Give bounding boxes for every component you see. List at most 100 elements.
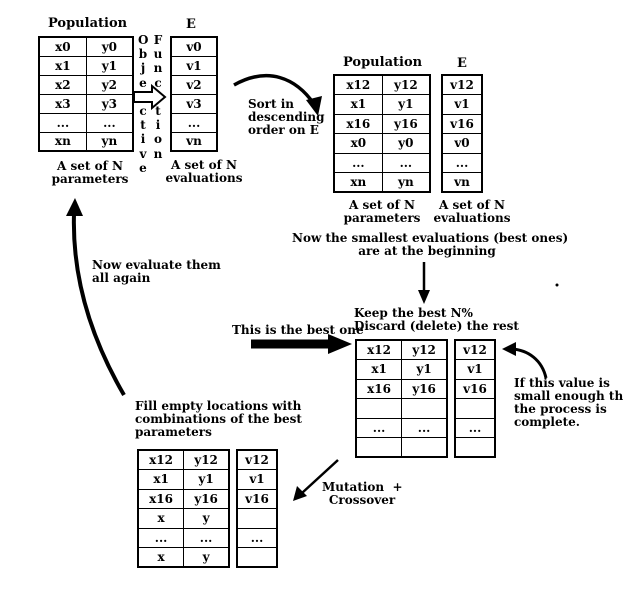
y-cell: yn <box>381 172 431 193</box>
y-cell: y <box>183 547 230 568</box>
table-row: v1 <box>454 359 496 380</box>
table-row <box>236 547 278 568</box>
y-cell: y16 <box>401 378 448 399</box>
y-cell: yn <box>85 131 134 152</box>
table-row: ...... <box>38 112 134 133</box>
population-label-2: Population <box>343 55 423 70</box>
table-row: vn <box>170 131 218 152</box>
stray-dot <box>555 283 559 287</box>
eval-cell: ... <box>441 152 483 173</box>
x-cell: x16 <box>355 378 403 399</box>
table-row <box>454 437 496 458</box>
eval-cell: v12 <box>236 449 278 470</box>
y-cell: y0 <box>381 133 431 154</box>
termination-arrow-head <box>502 342 516 356</box>
best-one-arrow-head <box>328 334 352 354</box>
population-label-1: Population <box>48 16 128 31</box>
set-evals-label-1: A set of N evaluations <box>165 158 243 185</box>
table-row: ... <box>441 152 483 173</box>
x-cell: xn <box>333 172 383 193</box>
eval-cell <box>454 437 496 458</box>
table-row: ... <box>170 112 218 133</box>
y-cell: ... <box>401 417 448 438</box>
x-cell: ... <box>38 112 87 133</box>
eval-cell: v0 <box>170 36 218 57</box>
table-row: ...... <box>137 527 230 548</box>
table-row: ...... <box>333 152 431 173</box>
y-cell: ... <box>183 527 230 548</box>
x-cell: ... <box>355 417 403 438</box>
table-row: v2 <box>170 74 218 95</box>
y-cell: y3 <box>85 93 134 114</box>
best-one-label: This is the best one <box>232 323 364 337</box>
table-row: v0 <box>170 36 218 57</box>
e-label-1: E <box>186 17 196 32</box>
eval-cell <box>236 547 278 568</box>
set-evals-label-2: A set of N evaluations <box>433 198 511 225</box>
keep-best-label: Keep the best N% Discard (delete) the re… <box>354 306 519 333</box>
table-row: ...... <box>355 417 448 438</box>
objective-function-arrow <box>133 83 167 111</box>
sort-arrow <box>233 74 316 105</box>
eval-cell: v16 <box>441 113 483 134</box>
table-row: v3 <box>170 93 218 114</box>
function-label-col2: F u n c t i o n <box>153 33 163 161</box>
table-row: v16 <box>236 488 278 509</box>
eval-cell: vn <box>441 172 483 193</box>
set-params-label-1: A set of N parameters <box>51 159 129 186</box>
table-row <box>355 437 448 458</box>
eval-cell: v1 <box>441 94 483 115</box>
set-params-label-2: A set of N parameters <box>343 198 421 225</box>
mutation-arrow-head <box>293 486 307 501</box>
table-row: v16 <box>441 113 483 134</box>
eval-cell: ... <box>170 112 218 133</box>
mutation-crossover-label: Mutation + Crossover <box>322 480 403 507</box>
mutation-arrow <box>301 459 339 494</box>
y-cell: ... <box>381 152 431 173</box>
eval-cell: v12 <box>454 339 496 360</box>
sort-arrow-head <box>306 96 322 116</box>
eval-cell: v12 <box>441 74 483 95</box>
small-enough-label: If this value is small enough then the p… <box>514 376 623 429</box>
table-row: v12 <box>454 339 496 360</box>
eval-cell: v3 <box>170 93 218 114</box>
evaluate-again-arrow-head <box>66 198 83 216</box>
down-arrow-head <box>418 290 430 304</box>
y-cell: y12 <box>401 339 448 360</box>
table-row: v1 <box>441 94 483 115</box>
objective-label-col1: O b j e c t i v e <box>138 33 149 175</box>
evaluate-again-label: Now evaluate them all again <box>92 258 221 285</box>
sort-label: Sort in descending order on E <box>248 97 325 137</box>
eval-cell: v1 <box>454 359 496 380</box>
x-cell: xn <box>38 131 87 152</box>
table-row <box>355 398 448 419</box>
eval-cell: v16 <box>236 488 278 509</box>
termination-arrow <box>511 347 548 379</box>
x-cell: x12 <box>137 449 185 470</box>
smallest-evaluations-label: Now the smallest evaluations (best ones)… <box>292 231 569 258</box>
x-cell: x1 <box>333 94 383 115</box>
table-row: vn <box>441 172 483 193</box>
table-row: v12 <box>441 74 483 95</box>
x-cell: x0 <box>333 133 383 154</box>
x-cell: x1 <box>355 359 403 380</box>
evaluate-again-arrow <box>71 213 126 397</box>
